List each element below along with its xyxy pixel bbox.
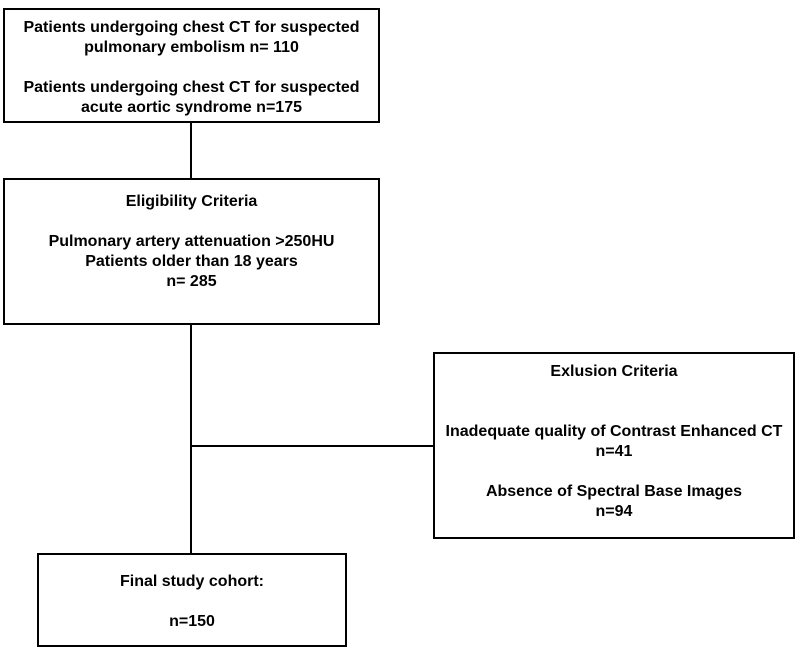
recruitment-p2-line2: acute aortic syndrome n=175 [81,99,302,116]
final-cohort-count: n=150 [169,613,215,630]
recruitment-p1-line1: Patients undergoing chest CT for suspect… [23,19,360,36]
exclusion-box: Exlusion Criteria Inadequate quality of … [433,352,795,539]
connector-branch-to-exclusion [191,445,433,447]
recruitment-p2-line1: Patients undergoing chest CT for suspect… [23,79,360,96]
recruitment-box: Patients undergoing chest CT for suspect… [3,8,380,123]
eligibility-criteria-line1: Pulmonary artery attenuation >250HU [48,233,335,250]
spacer [435,382,793,422]
exclusion-reason2: Absence of Spectral Base Images [485,483,743,500]
exclusion-reason1: Inadequate quality of Contrast Enhanced … [445,423,783,440]
eligibility-title: Eligibility Criteria [125,193,258,210]
exclusion-reason2-count: n=94 [595,503,633,520]
spacer [5,212,378,232]
spacer [39,592,345,612]
exclusion-reason1-count: n=41 [595,443,633,460]
final-cohort-box: Final study cohort: n=150 [37,553,347,647]
eligibility-criteria-line2: Patients older than 18 years [85,253,298,270]
final-cohort-title: Final study cohort: [120,573,264,590]
exclusion-title: Exlusion Criteria [550,363,678,380]
eligibility-count: n= 285 [166,273,217,290]
connector-eligibility-to-final [190,325,192,553]
eligibility-box: Eligibility Criteria Pulmonary artery at… [3,178,380,325]
recruitment-p1-line2: pulmonary embolism n= 110 [84,39,299,56]
spacer [435,462,793,482]
connector-recruitment-to-eligibility [190,123,192,178]
spacer [5,58,378,78]
